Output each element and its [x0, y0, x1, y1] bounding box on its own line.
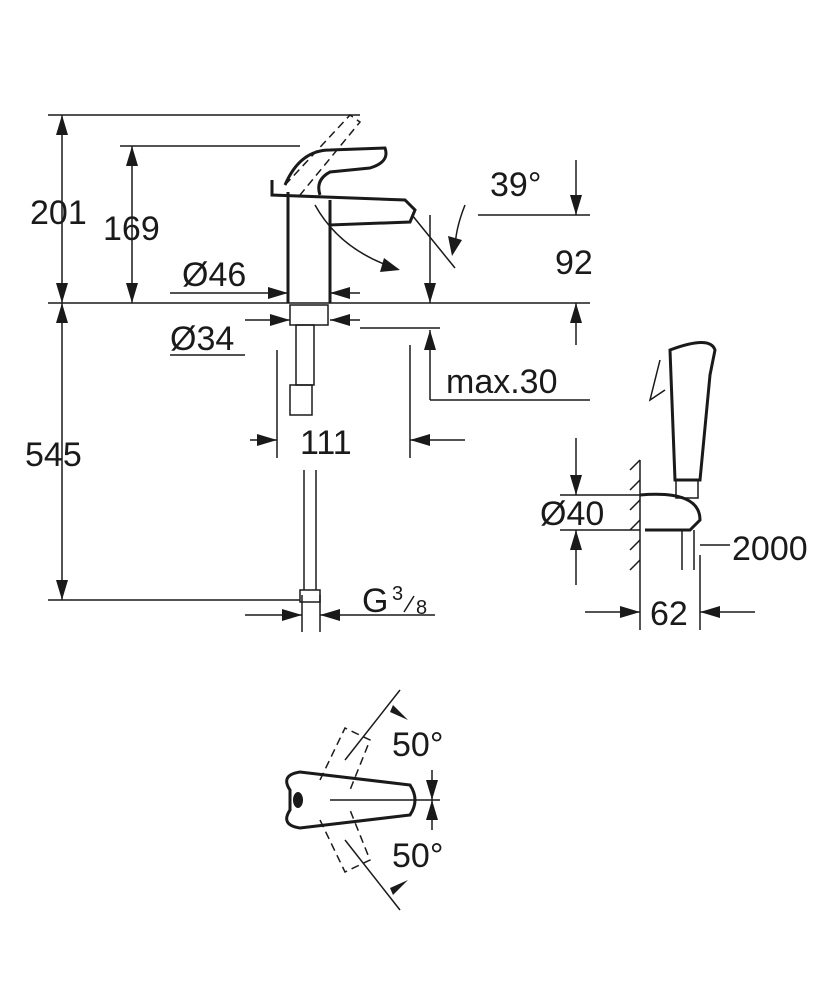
label-holder-depth: 62 [650, 595, 688, 633]
label-rotation-left: 50° [392, 726, 443, 764]
label-outlet-height: 92 [555, 244, 593, 282]
label-spout-height: 169 [103, 210, 160, 248]
label-body-diameter: Ø46 [182, 256, 246, 294]
hand-shower-view [560, 341, 755, 630]
faucet-top-view [285, 689, 440, 911]
dimension-lines [48, 114, 590, 632]
label-total-height: 201 [30, 194, 87, 232]
label-hose-length: 545 [25, 436, 82, 474]
label-thread-den: 8 [416, 597, 427, 619]
label-shower-hose: 2000 [732, 530, 808, 568]
label-spout-angle: 39° [490, 166, 541, 204]
label-rotation-right: 50° [392, 837, 443, 875]
faucet-side-view [270, 114, 417, 603]
label-thread-num: 3 [392, 583, 403, 605]
label-thread: G [362, 582, 388, 620]
label-reach: 111 [300, 424, 352, 462]
label-holder-diameter: Ø40 [540, 495, 604, 533]
label-max-thickness: max.30 [446, 363, 558, 401]
label-hole-diameter: Ø34 [170, 320, 234, 358]
